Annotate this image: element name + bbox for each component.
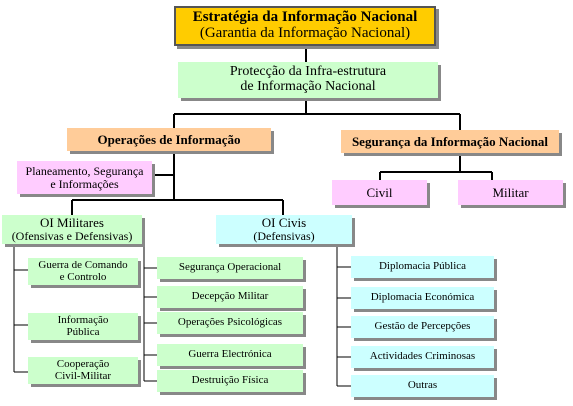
diplomacia-economica-label: Diplomacia Económica [370, 291, 475, 304]
infra-line1: Protecção da Infra-estrutura [229, 64, 387, 80]
oi-militares-box: OI Militares (Ofensivas e Defensivas) [2, 215, 142, 244]
actividades-criminosas-label: Actividades Criminosas [369, 350, 476, 363]
oi-militares-subtitle: (Ofensivas e Defensivas) [11, 229, 133, 244]
diplomacia-economica-box: Diplomacia Económica [351, 287, 494, 309]
outras-box: Outras [351, 375, 494, 397]
cooperacao-box: Cooperação Civil-Militar [28, 357, 138, 384]
militar-label: Militar [492, 184, 529, 200]
deceptao-militar-box: Decepção Militar [157, 286, 303, 308]
planeamento-box: Planeamento, Segurança e Informações [17, 161, 152, 194]
gestao-percepcoes-box: Gestão de Percepções [351, 316, 494, 338]
infra-line2: de Informação Nacional [240, 79, 376, 94]
informacao-publica-line1: Informação [57, 313, 109, 326]
destruicao-fisica-box: Destruição Física [157, 370, 303, 392]
seguranca-label: Segurança da Informação Nacional [351, 133, 549, 149]
cooperacao-line1: Cooperação [56, 357, 110, 370]
guerra-comando-box: Guerra de Comando e Controlo [28, 258, 138, 285]
seguranca-operacional-label: Segurança Operacional [178, 261, 282, 274]
infra-box: Protecção da Infra-estrutura de Informaç… [178, 62, 438, 98]
civil-label: Civil [366, 184, 393, 200]
guerra-electronica-label: Guerra Electrónica [188, 348, 272, 361]
diplomacia-publica-box: Diplomacia Pública [351, 256, 494, 278]
estrategia-title: Estratégia da Informação Nacional [192, 9, 418, 26]
guerra-comando-line1: Guerra de Comando [38, 258, 128, 271]
guerra-electronica-box: Guerra Electrónica [157, 344, 303, 366]
gestao-percepcoes-label: Gestão de Percepções [374, 320, 471, 333]
operacoes-box: Operações de Informação [67, 128, 271, 151]
outras-label: Outras [407, 379, 438, 392]
operacoes-psicologicas-box: Operações Psicológicas [157, 312, 303, 334]
planeamento-line1: Planeamento, Segurança [25, 163, 144, 178]
operacoes-label: Operações de Informação [97, 131, 241, 147]
estrategia-box: Estratégia da Informação Nacional (Garan… [174, 6, 436, 46]
actividades-criminosas-box: Actividades Criminosas [351, 346, 494, 368]
informacao-publica-box: Informação Pública [28, 313, 138, 340]
cooperacao-line2: Civil-Militar [54, 369, 112, 382]
deceptao-militar-label: Decepção Militar [191, 290, 269, 303]
informacao-publica-line2: Pública [66, 325, 100, 338]
planeamento-line2: e Informações [50, 176, 119, 191]
seguranca-box: Segurança da Informação Nacional [341, 130, 559, 153]
civil-box: Civil [332, 180, 427, 205]
destruicao-fisica-label: Destruição Física [191, 374, 269, 387]
oi-civis-box: OI Civis (Defensivas) [216, 215, 352, 244]
militar-box: Militar [458, 180, 563, 205]
operacoes-psicologicas-label: Operações Psicológicas [177, 316, 283, 329]
guerra-comando-line2: e Controlo [59, 270, 107, 283]
diplomacia-publica-label: Diplomacia Pública [378, 260, 467, 273]
seguranca-operacional-box: Segurança Operacional [157, 257, 303, 279]
estrategia-subtitle: (Garantia da Informação Nacional) [199, 25, 411, 41]
oi-civis-subtitle: (Defensivas) [253, 229, 315, 244]
oi-militares-title: OI Militares [40, 215, 104, 231]
oi-civis-title: OI Civis [261, 215, 307, 231]
